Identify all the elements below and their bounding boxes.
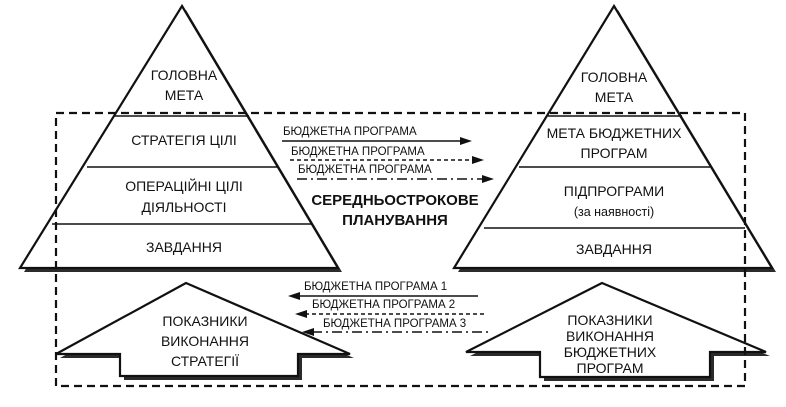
- right-level2-line-2: ПРОГРАМ: [581, 145, 648, 161]
- right-pyramid-outline: [452, 3, 774, 270]
- right-level3-line-1: ПІДПРОГРАМИ: [564, 183, 664, 199]
- center-title-line-1: СЕРЕДНЬОСТРОКОВЕ: [311, 192, 478, 209]
- bottom-arrow-1-label: БЮДЖЕТНА ПРОГРАМА 1: [304, 281, 447, 293]
- right-house-line-1: ПОКАЗНИКИ: [567, 312, 652, 328]
- right-top-line-2: МЕТА: [595, 89, 634, 105]
- top-arrow-1-label: БЮДЖЕТНА ПРОГРАМА: [283, 126, 417, 138]
- left-level4-label: ЗАВДАННЯ: [146, 239, 222, 255]
- right-top-line-1: ГОЛОВНА: [581, 69, 648, 85]
- medium-term-planning-frame: [54, 111, 747, 388]
- right-house-line-2: ВИКОНАННЯ: [566, 328, 654, 344]
- right-level3-line-2: (за наявності): [574, 205, 654, 219]
- top-arrow-2-head: [472, 156, 484, 164]
- left-house-line-3: СТРАТЕГІЇ: [171, 353, 239, 369]
- top-arrow-1-head: [460, 137, 472, 145]
- right-pyramid: ГОЛОВНА МЕТА МЕТА БЮДЖЕТНИХ ПРОГРАМ ПІДП…: [452, 3, 776, 272]
- left-house-outline: [55, 281, 351, 378]
- left-level3-line-1: ОПЕРАЦІЙНІ ЦІЛІ: [125, 177, 243, 194]
- center-title-line-2: ПЛАНУВАННЯ: [342, 212, 448, 229]
- left-indicators-block: ПОКАЗНИКИ ВИКОНАННЯ СТРАТЕГІЇ: [55, 281, 354, 380]
- left-level3-line-2: ДІЯЛЬНОСТІ: [142, 199, 227, 215]
- right-house-line-3: БЮДЖЕТНИХ: [564, 344, 657, 360]
- top-arrows: БЮДЖЕТНА ПРОГРАМА БЮДЖЕТНА ПРОГРАМА БЮДЖ…: [282, 126, 494, 183]
- left-pyramid-outline: [18, 3, 340, 270]
- left-top-line-1: ГОЛОВНА: [151, 67, 218, 83]
- left-house-line-2: ВИКОНАННЯ: [161, 333, 249, 349]
- bottom-arrow-3-head: [302, 328, 314, 336]
- left-level2-label: СТРАТЕГІЯ ЦІЛІ: [131, 132, 237, 148]
- bottom-arrows: БЮДЖЕТНА ПРОГРАМА 1 БЮДЖЕТНА ПРОГРАМА 2 …: [288, 281, 490, 336]
- bottom-arrow-2-head: [295, 310, 307, 318]
- top-arrow-2-label: БЮДЖЕТНА ПРОГРАМА: [291, 146, 425, 158]
- right-level2-line-1: МЕТА БЮДЖЕТНИХ: [547, 125, 683, 141]
- bottom-arrow-1-head: [288, 292, 300, 300]
- left-pyramid: ГОЛОВНА МЕТА СТРАТЕГІЯ ЦІЛІ ОПЕРАЦІЙНІ Ц…: [18, 3, 342, 272]
- right-house-outline: [465, 281, 767, 379]
- right-house-line-4: ПРОГРАМ: [577, 360, 644, 376]
- top-arrow-3-label: БЮДЖЕТНА ПРОГРАМА: [298, 164, 432, 176]
- top-arrow-3-head: [482, 175, 494, 183]
- left-top-line-2: МЕТА: [165, 87, 204, 103]
- bottom-arrow-2-label: БЮДЖЕТНА ПРОГРАМА 2: [312, 299, 455, 311]
- right-level4-label: ЗАВДАННЯ: [576, 241, 652, 257]
- right-indicators-block: ПОКАЗНИКИ ВИКОНАННЯ БЮДЖЕТНИХ ПРОГРАМ: [465, 281, 770, 381]
- bottom-arrow-3-label: БЮДЖЕТНА ПРОГРАМА 3: [323, 318, 466, 330]
- left-house-line-1: ПОКАЗНИКИ: [162, 313, 247, 329]
